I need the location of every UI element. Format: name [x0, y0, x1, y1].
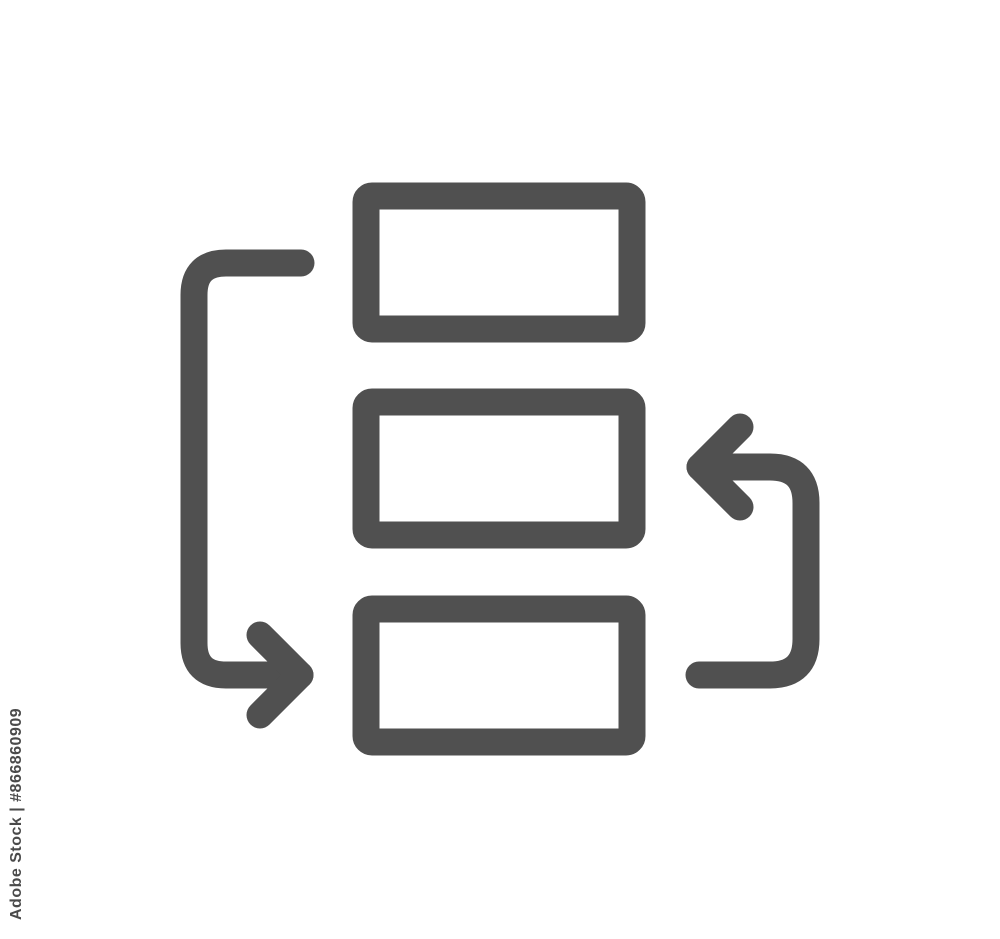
right-arrow-head-icon: [686, 413, 754, 521]
stock-id-watermark: Adobe Stock | #866860909: [8, 707, 25, 920]
top-block-icon: [352, 182, 646, 343]
middle-block-icon: [352, 388, 646, 549]
left-arrow-head-icon: [246, 621, 314, 729]
bottom-block-icon: [352, 595, 646, 756]
left-flow-arrow-line: [180, 249, 315, 689]
right-flow-arrow-line: [685, 453, 820, 689]
